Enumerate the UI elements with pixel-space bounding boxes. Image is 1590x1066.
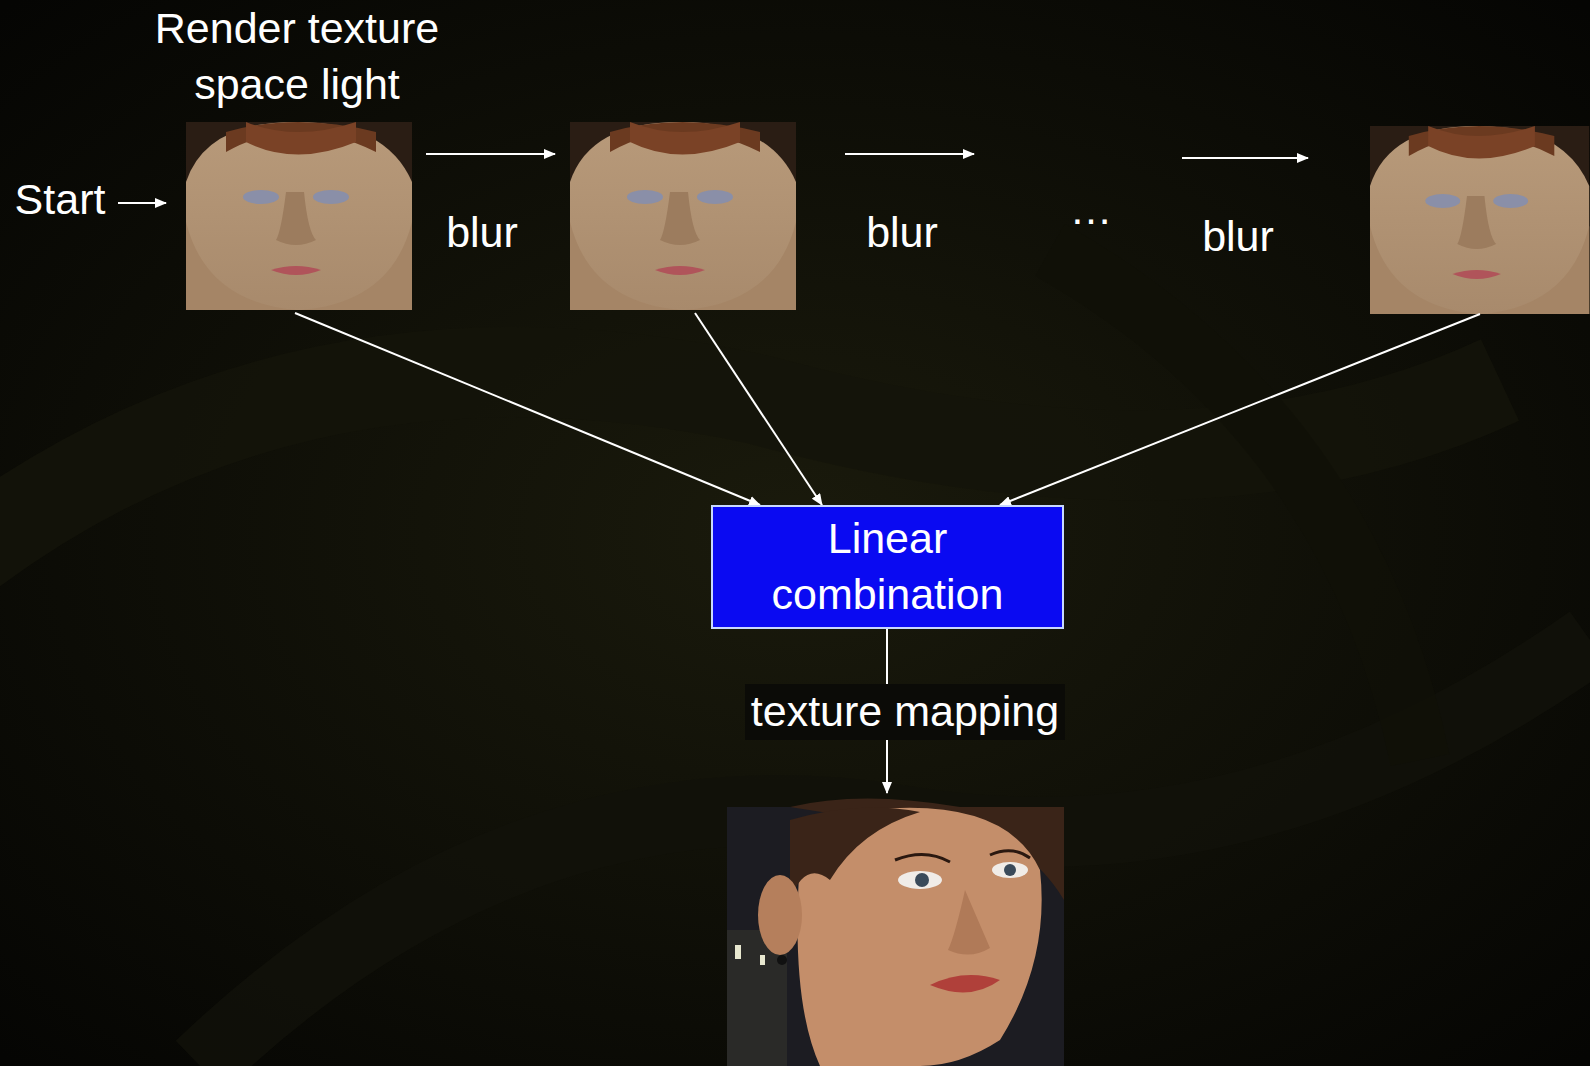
edge-label: texture mapping [745,684,1065,740]
process-box: Linear combination [711,505,1064,629]
step-label: blur [1202,209,1274,265]
start-label: Start [15,172,106,228]
step-label: blur [866,205,938,261]
ellipsis: … [1070,182,1113,238]
step-label: blur [446,205,518,261]
heading-label: Render texture space light [117,1,477,113]
box-text: Linear combination [738,511,1038,623]
